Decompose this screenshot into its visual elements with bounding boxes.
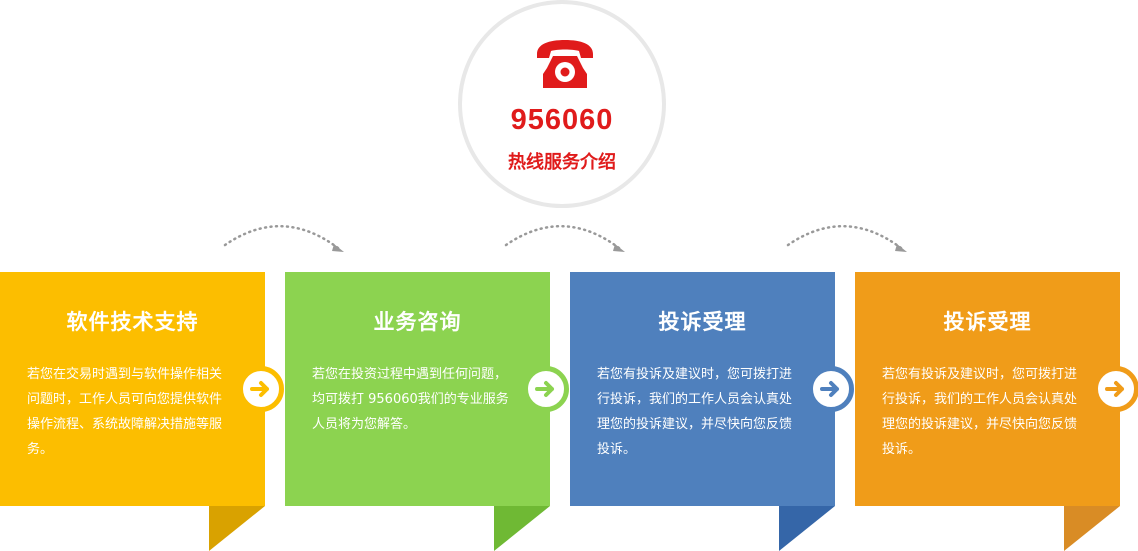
card-business-consulting: 业务咨询 若您在投资过程中遇到任何问题，均可拨打 956060我们的专业服务人员… bbox=[285, 272, 550, 506]
card-description: 若您有投诉及建议时，您可拨打进行投诉，我们的工作人员会认真处理您的投诉建议，并尽… bbox=[882, 367, 1078, 457]
card-fold bbox=[779, 506, 835, 551]
dotted-arc-arrow-icon bbox=[504, 225, 625, 252]
card-fold bbox=[494, 506, 550, 551]
hotline-subtitle: 热线服务介绍 bbox=[508, 152, 616, 173]
next-button[interactable] bbox=[523, 366, 569, 412]
hotline-badge: 956060 热线服务介绍 bbox=[458, 0, 666, 208]
card-title: 投诉受理 bbox=[943, 310, 1032, 334]
dotted-arc-arrow-icon bbox=[786, 225, 907, 252]
arrow-right-icon bbox=[1105, 381, 1124, 397]
arrow-right-icon bbox=[820, 381, 839, 397]
card-complaint-handling: 投诉受理 若您有投诉及建议时，您可拨打进行投诉，我们的工作人员会认真处理您的投诉… bbox=[570, 272, 835, 506]
card-fold bbox=[1064, 506, 1120, 551]
card-complaint-handling-2: 投诉受理 若您有投诉及建议时，您可拨打进行投诉，我们的工作人员会认真处理您的投诉… bbox=[855, 272, 1120, 506]
hotline-number: 956060 bbox=[510, 104, 614, 136]
card-description: 若您在交易时遇到与软件操作相关问题时，工作人员可向您提供软件操作流程、系统故障解… bbox=[27, 367, 223, 457]
card-title: 业务咨询 bbox=[373, 310, 462, 334]
arrow-right-icon bbox=[535, 381, 554, 397]
card-fold bbox=[209, 506, 265, 551]
next-button[interactable] bbox=[1093, 366, 1138, 412]
card-title: 投诉受理 bbox=[658, 310, 747, 334]
card-software-support: 软件技术支持 若您在交易时遇到与软件操作相关问题时，工作人员可向您提供软件操作流… bbox=[0, 272, 265, 506]
dotted-arc-arrow-icon bbox=[223, 225, 344, 252]
card-title: 软件技术支持 bbox=[66, 310, 199, 334]
next-button[interactable] bbox=[238, 366, 284, 412]
telephone-icon bbox=[537, 40, 593, 88]
next-button[interactable] bbox=[808, 366, 854, 412]
card-description: 若您在投资过程中遇到任何问题，均可拨打 956060我们的专业服务人员将为您解答… bbox=[312, 367, 509, 432]
arrow-right-icon bbox=[250, 381, 269, 397]
card-description: 若您有投诉及建议时，您可拨打进行投诉，我们的工作人员会认真处理您的投诉建议，并尽… bbox=[597, 367, 793, 457]
